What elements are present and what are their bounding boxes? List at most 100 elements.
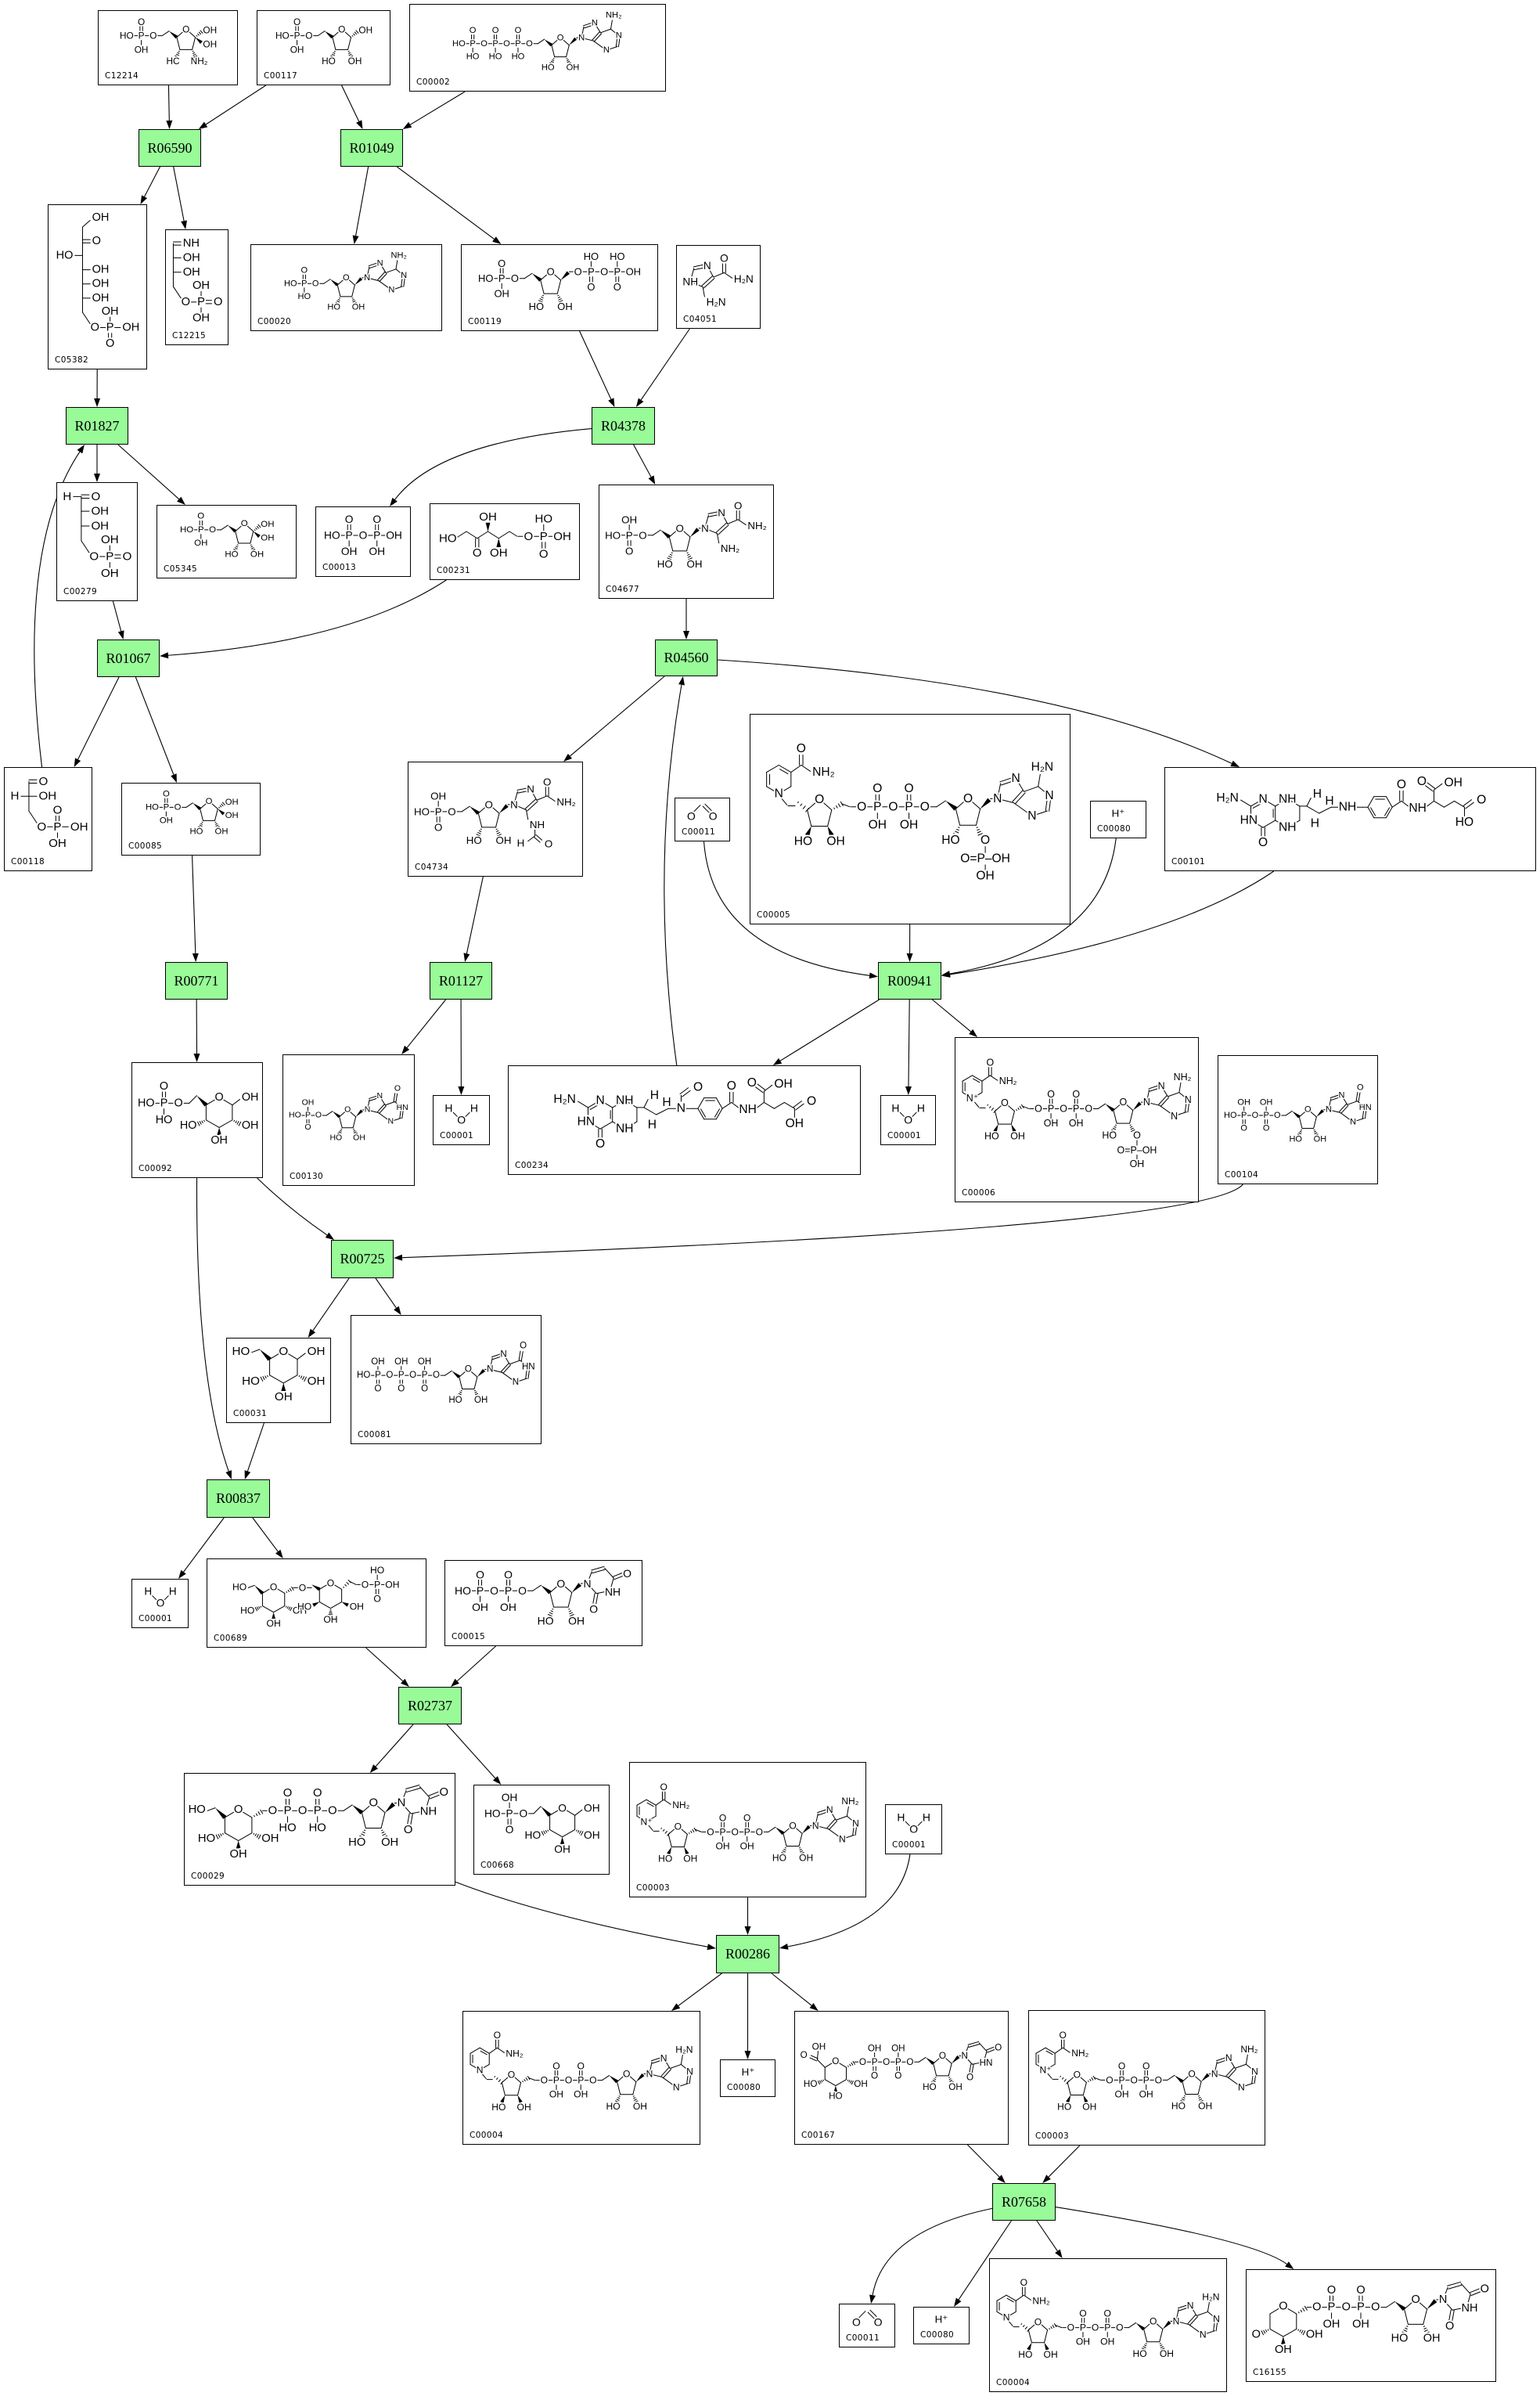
- reaction-node[interactable]: R00771: [165, 962, 228, 1000]
- atom-label: HC: [167, 56, 181, 67]
- reaction-node[interactable]: R02737: [398, 1687, 462, 1724]
- bond: [1113, 1128, 1115, 1129]
- reaction-node[interactable]: R01067: [97, 640, 160, 677]
- reaction-node[interactable]: R00286: [716, 1935, 779, 1973]
- bond: [492, 1353, 503, 1357]
- reaction-node[interactable]: R01827: [66, 407, 128, 445]
- reaction-node[interactable]: R01127: [430, 962, 492, 1000]
- atom-label: P: [539, 529, 547, 542]
- bond: [558, 295, 559, 296]
- reaction-node[interactable]: R07658: [992, 2183, 1056, 2221]
- atom-label: OH: [183, 265, 200, 278]
- atom-label: OH: [242, 1091, 259, 1104]
- bond: [1301, 2330, 1303, 2333]
- edge: [117, 444, 185, 505]
- bond: [850, 2064, 851, 2066]
- bond: [200, 30, 203, 32]
- bond: [668, 1829, 675, 1835]
- bond: [258, 524, 261, 527]
- bond: [982, 1075, 990, 1081]
- compound-node[interactable]: H⁺C00080: [913, 2307, 970, 2344]
- bond: [1246, 2064, 1254, 2071]
- edge: [394, 1184, 1243, 1261]
- atom-label: OH: [192, 312, 210, 324]
- bond: [480, 829, 481, 830]
- atom-label: O: [234, 1803, 243, 1816]
- atom-label: N: [839, 1834, 846, 1845]
- arrowhead: [193, 1053, 200, 1062]
- reaction-node[interactable]: R04560: [655, 640, 718, 676]
- atom-label: O: [966, 2072, 973, 2082]
- reaction-node[interactable]: R00725: [331, 1240, 394, 1278]
- compound-node[interactable]: H⁺C00080: [720, 2059, 775, 2097]
- reaction-node[interactable]: R00837: [207, 1479, 270, 1518]
- wedge-bond: [833, 2085, 838, 2092]
- atom-label: H: [897, 1811, 905, 1823]
- atom-label: O: [1481, 2283, 1489, 2295]
- wedge-bond: [281, 1382, 286, 1391]
- arrowhead: [369, 1764, 379, 1773]
- bond: [1013, 791, 1023, 802]
- reaction-node[interactable]: R06590: [139, 129, 201, 167]
- bond: [1226, 2067, 1234, 2076]
- atom-label: OH: [567, 63, 580, 72]
- edge-line: [633, 444, 652, 477]
- atom-label: HO: [512, 52, 525, 61]
- atom-label: N: [398, 1796, 406, 1809]
- bond: [1150, 1087, 1162, 1091]
- atom-label: O: [873, 782, 883, 795]
- reaction-node[interactable]: R01049: [340, 129, 403, 167]
- compound-id: C12214: [105, 71, 139, 81]
- compound-id: C00279: [63, 587, 98, 596]
- bond: [248, 1585, 254, 1587]
- bond: [1016, 778, 1024, 791]
- bond: [382, 1830, 383, 1831]
- reaction-node[interactable]: R00941: [878, 962, 941, 1000]
- compound-node[interactable]: H⁺C00080: [1090, 801, 1146, 838]
- atom-label: O: [39, 775, 49, 788]
- reaction-node[interactable]: R04378: [592, 407, 655, 445]
